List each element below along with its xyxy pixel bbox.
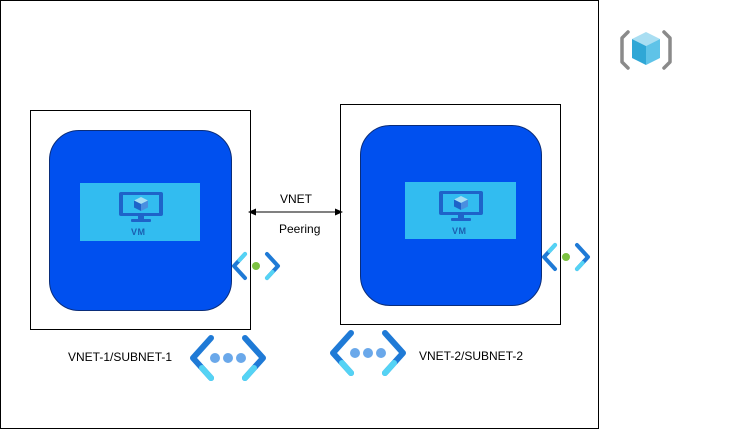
peering-label-line1: VNET — [280, 192, 313, 206]
vnet-2-label: VNET-2/SUBNET-2 — [419, 349, 524, 363]
peering-connector[interactable] — [248, 206, 343, 218]
peering-label-line2: Peering — [279, 222, 321, 236]
resource-group-icon — [620, 28, 672, 72]
network-interface-icon — [541, 242, 591, 272]
virtual-network-icon — [329, 329, 407, 377]
vnet-1-label: VNET-1/SUBNET-1 — [68, 350, 173, 364]
vm-1-caption: VM — [131, 227, 146, 237]
vm-2-caption: VM — [452, 226, 467, 236]
network-interface-icon — [231, 251, 281, 281]
virtual-machine-icon — [437, 190, 485, 222]
virtual-network-icon — [189, 334, 267, 382]
virtual-machine-icon — [117, 191, 165, 223]
